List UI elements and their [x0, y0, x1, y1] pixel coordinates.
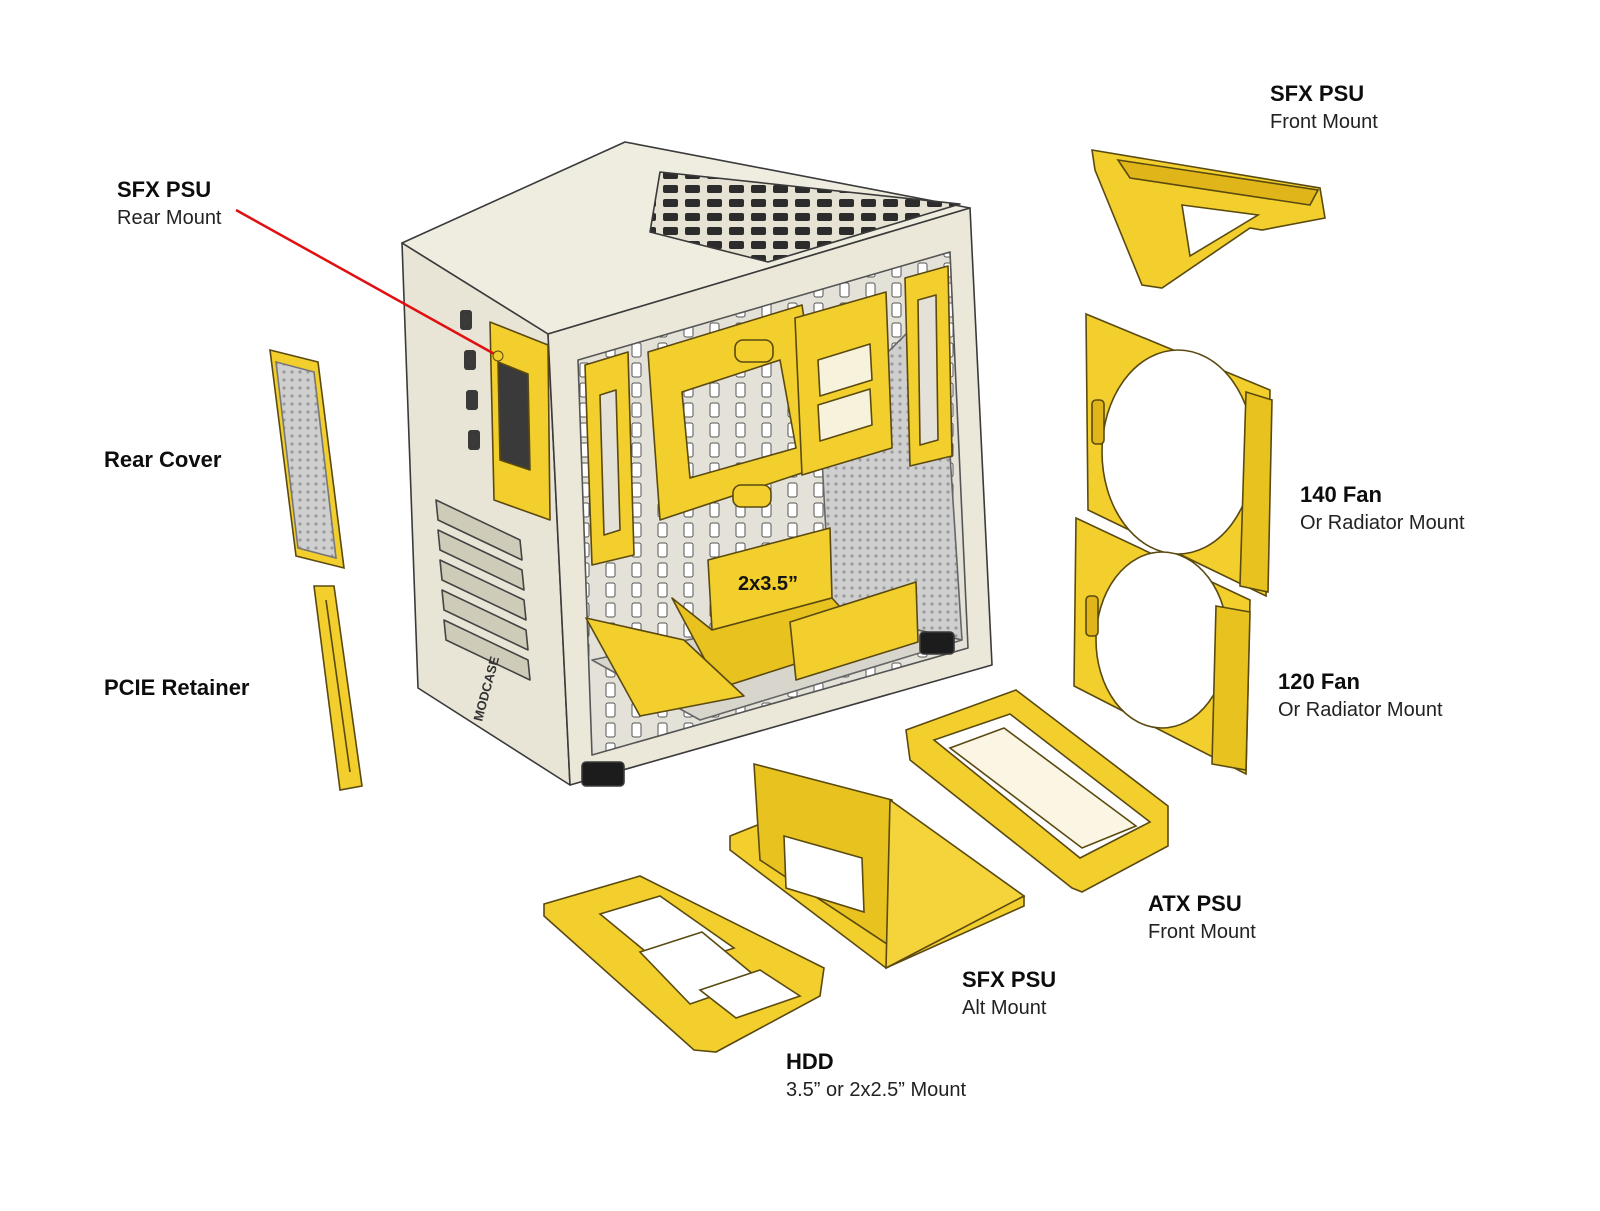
label-title: SFX PSU [1270, 81, 1365, 106]
label-subtitle: Front Mount [1270, 110, 1378, 133]
top-vent-grille [649, 171, 961, 263]
label-subtitle: Front Mount [1148, 920, 1256, 943]
sfx-rear-leader-dot [492, 350, 504, 362]
label-sfx-rear-mount: SFX PSU Rear Mount [117, 176, 222, 231]
pc-case: 2x3.5” MODCASE [401, 141, 993, 787]
label-hdd-mount: HDD 3.5” or 2x2.5” Mount [786, 1048, 966, 1103]
label-subtitle: 3.5” or 2x2.5” Mount [786, 1078, 967, 1101]
label-subtitle: Alt Mount [962, 996, 1047, 1019]
label-title: 120 Fan [1278, 669, 1360, 694]
fan-120-mount-part [1073, 516, 1251, 776]
label-title: HDD [786, 1049, 834, 1074]
lower-drive-sled [585, 617, 745, 717]
label-title: PCIE Retainer [104, 675, 250, 700]
label-sfx-front-mount: SFX PSU Front Mount [1270, 80, 1378, 135]
drive-bay-label: 2x3.5” [738, 573, 798, 595]
hdd-mount-part [543, 875, 825, 1053]
label-120-fan: 120 Fan Or Radiator Mount [1278, 668, 1443, 723]
sfx-rear-leader-line [235, 208, 499, 358]
case-foot [581, 761, 625, 787]
label-title: SFX PSU [962, 967, 1057, 992]
label-sfx-alt-mount: SFX PSU Alt Mount [962, 966, 1056, 1021]
label-pcie-retainer: PCIE Retainer [104, 674, 250, 702]
label-title: ATX PSU [1148, 891, 1242, 916]
label-title: 140 Fan [1300, 482, 1382, 507]
rear-io-cutouts [460, 310, 480, 450]
atx-front-mount-part [905, 689, 1169, 893]
pcie-retainer-part [313, 585, 363, 791]
rear-cover-part [269, 348, 345, 570]
label-subtitle: Or Radiator Mount [1300, 511, 1465, 534]
label-140-fan: 140 Fan Or Radiator Mount [1300, 481, 1465, 536]
label-subtitle: Rear Mount [117, 206, 222, 229]
sfx-alt-mount-part [729, 762, 1026, 970]
label-title: SFX PSU [117, 177, 212, 202]
label-title: Rear Cover [104, 447, 222, 472]
label-atx-front-mount: ATX PSU Front Mount [1148, 890, 1256, 945]
label-rear-cover: Rear Cover [104, 446, 221, 474]
sfx-front-mount-part [1091, 149, 1326, 289]
fan-140-mount-part [1085, 312, 1273, 598]
case-foot [919, 631, 955, 655]
label-subtitle: Or Radiator Mount [1278, 698, 1443, 721]
pcie-slot-covers [435, 499, 531, 681]
